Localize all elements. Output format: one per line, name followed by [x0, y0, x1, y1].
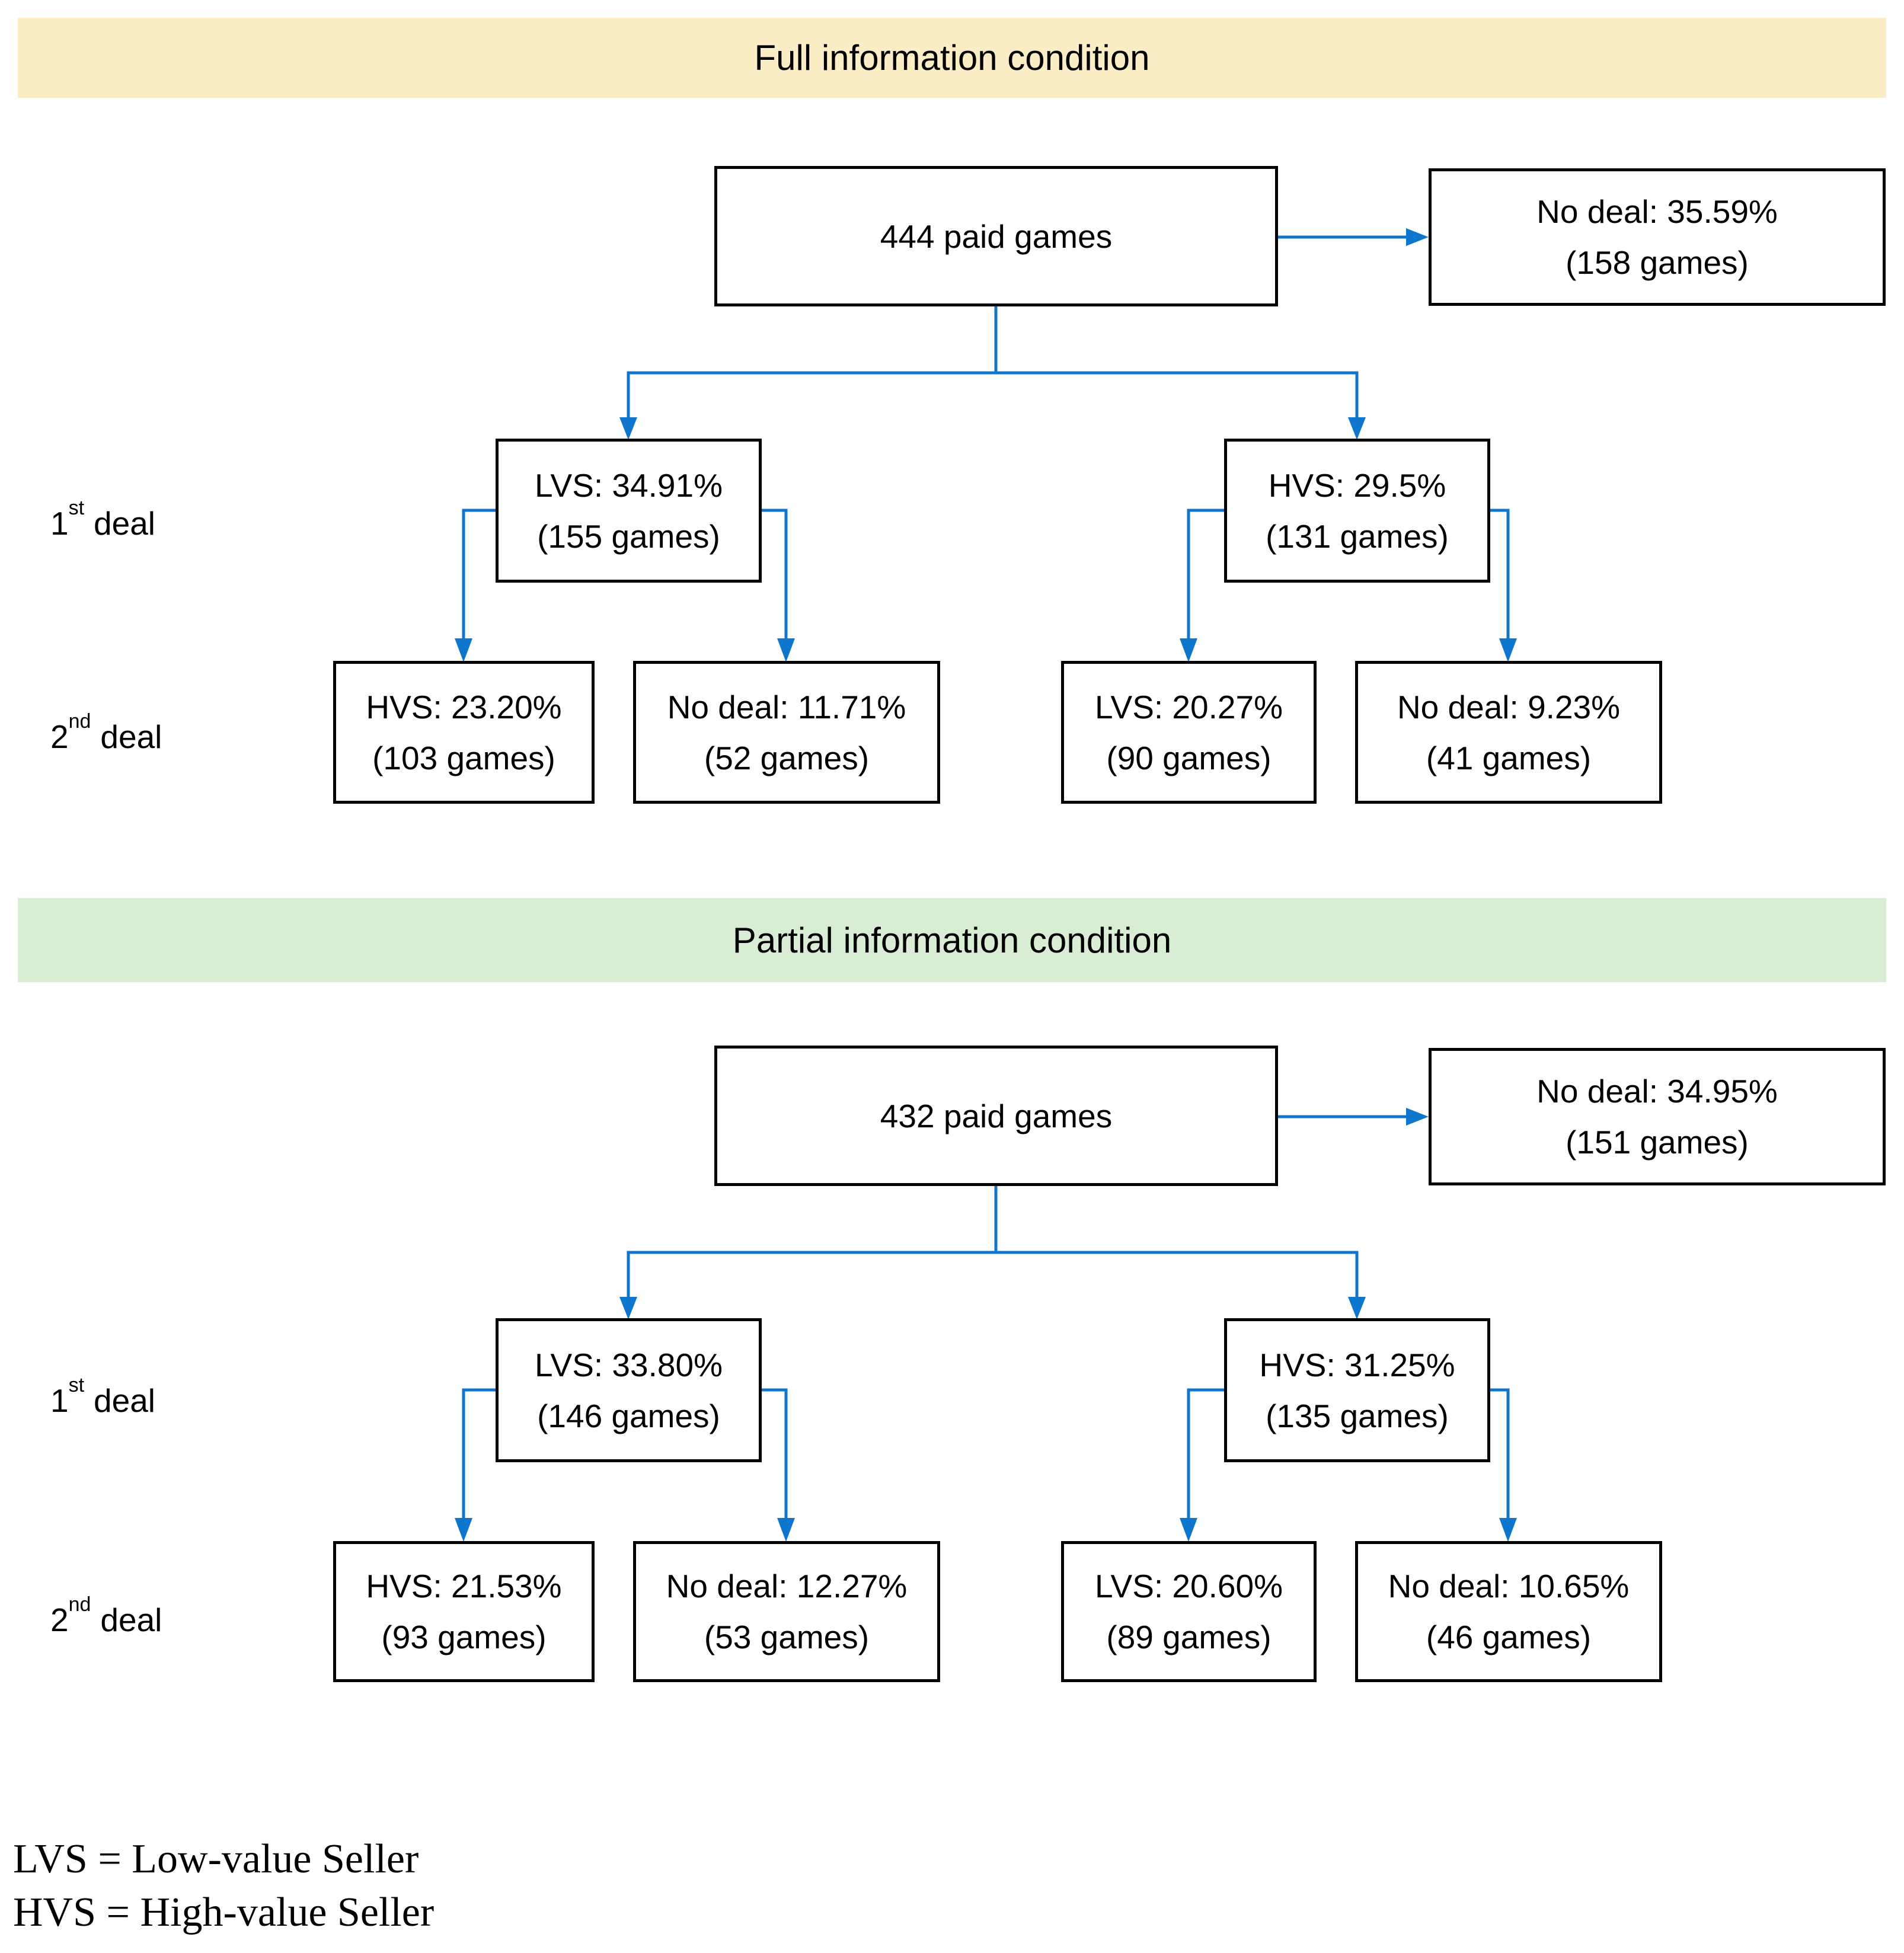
- partial-condition-title: Partial information condition: [732, 920, 1172, 960]
- arrowhead-down-icon: [1348, 417, 1366, 440]
- node-line-2: (53 games): [704, 1619, 870, 1655]
- node-line-1: LVS: 33.80%: [535, 1346, 723, 1383]
- arrowhead-down-icon: [777, 638, 795, 662]
- wire-partial-lvs-left-child: [462, 1388, 499, 1521]
- arrowhead-down-icon: [455, 638, 472, 662]
- node-line-1: No deal: 34.95%: [1536, 1073, 1778, 1110]
- node-line-2: (41 games): [1426, 739, 1592, 776]
- full-condition-banner: Full information condition: [18, 18, 1886, 98]
- node-line-1: HVS: 31.25%: [1259, 1346, 1455, 1383]
- node-partial-seconddeal-nodeal-left: No deal: 12.27% (53 games): [633, 1541, 940, 1682]
- node-full-seconddeal-nodeal-right: No deal: 9.23% (41 games): [1355, 661, 1662, 804]
- node-line-2: (52 games): [704, 739, 870, 776]
- node-full-no-deal: No deal: 35.59% (158 games): [1429, 168, 1886, 306]
- wire-full-hvs-right-child: [1487, 509, 1510, 641]
- node-line-2: (158 games): [1566, 244, 1749, 281]
- node-text: 432 paid games: [880, 1097, 1113, 1134]
- node-line-2: (131 games): [1266, 517, 1449, 555]
- legend-line-lvs: LVS = Low-value Seller: [13, 1836, 419, 1882]
- arrowhead-down-icon: [1499, 1518, 1517, 1542]
- node-line-1: No deal: 9.23%: [1397, 688, 1621, 725]
- wire-full-hvs-left-child: [1187, 509, 1227, 641]
- node-line-2: (135 games): [1266, 1397, 1449, 1434]
- arrowhead-down-icon: [1180, 1518, 1197, 1542]
- node-line-1: LVS: 20.27%: [1095, 688, 1283, 725]
- node-line-1: No deal: 35.59%: [1536, 193, 1778, 230]
- arrowhead-down-icon: [1180, 638, 1197, 662]
- node-full-seconddeal-hvs: HVS: 23.20% (103 games): [333, 661, 595, 804]
- node-partial-seconddeal-hvs: HVS: 21.53% (93 games): [333, 1541, 595, 1682]
- node-full-seconddeal-lvs: LVS: 20.27% (90 games): [1061, 661, 1317, 804]
- partial-condition-banner: Partial information condition: [18, 898, 1886, 982]
- node-partial-root: 432 paid games: [714, 1046, 1278, 1186]
- wire-full-lvs-right-child: [759, 509, 788, 641]
- node-line-2: (103 games): [372, 739, 555, 776]
- node-line-2: (93 games): [381, 1619, 547, 1655]
- node-line-1: HVS: 23.20%: [366, 688, 562, 725]
- node-full-seconddeal-nodeal-left: No deal: 11.71% (52 games): [633, 661, 940, 804]
- node-text: 444 paid games: [880, 218, 1113, 255]
- arrowhead-right-icon: [1406, 228, 1429, 246]
- arrowhead-down-icon: [619, 417, 637, 440]
- node-partial-no-deal: No deal: 34.95% (151 games): [1429, 1048, 1886, 1185]
- wire-partial-hvs-right-child: [1487, 1388, 1510, 1521]
- node-full-root: 444 paid games: [714, 166, 1278, 306]
- node-partial-firstdeal-hvs: HVS: 31.25% (135 games): [1224, 1318, 1490, 1462]
- node-partial-firstdeal-lvs: LVS: 33.80% (146 games): [496, 1318, 762, 1462]
- arrowhead-down-icon: [1348, 1297, 1366, 1319]
- arrowhead-down-icon: [777, 1518, 795, 1542]
- node-partial-seconddeal-nodeal-right: No deal: 10.65% (46 games): [1355, 1541, 1662, 1682]
- node-line-1: LVS: 34.91%: [535, 466, 723, 504]
- node-line-1: No deal: 11.71%: [667, 688, 906, 725]
- wire-partial-hvs-left-child: [1187, 1388, 1227, 1521]
- node-line-2: (151 games): [1566, 1124, 1749, 1161]
- arrowhead-down-icon: [1499, 638, 1517, 662]
- node-full-firstdeal-lvs: LVS: 34.91% (155 games): [496, 439, 762, 583]
- node-full-firstdeal-hvs: HVS: 29.5% (131 games): [1224, 439, 1490, 583]
- node-line-2: (155 games): [537, 517, 720, 555]
- node-line-1: HVS: 29.5%: [1268, 466, 1446, 504]
- node-line-1: No deal: 12.27%: [666, 1568, 908, 1604]
- arrowhead-right-icon: [1406, 1108, 1429, 1126]
- node-line-2: (90 games): [1106, 739, 1272, 776]
- wire-full-lvs-left-child: [462, 509, 499, 641]
- node-line-2: (89 games): [1106, 1619, 1272, 1655]
- wire-partial-lvs-right-child: [759, 1388, 788, 1521]
- node-line-1: HVS: 21.53%: [366, 1568, 562, 1604]
- node-partial-seconddeal-lvs: LVS: 20.60% (89 games): [1061, 1541, 1317, 1682]
- legend-line-hvs: HVS = High-value Seller: [13, 1890, 435, 1935]
- arrowhead-down-icon: [619, 1297, 637, 1319]
- node-line-2: (46 games): [1426, 1619, 1592, 1655]
- node-line-2: (146 games): [537, 1397, 720, 1434]
- node-line-1: No deal: 10.65%: [1388, 1568, 1630, 1604]
- arrowhead-down-icon: [455, 1518, 472, 1542]
- node-line-1: LVS: 20.60%: [1095, 1568, 1283, 1604]
- full-condition-title: Full information condition: [754, 38, 1150, 78]
- legend: LVS = Low-value Seller HVS = High-value …: [13, 1833, 434, 1939]
